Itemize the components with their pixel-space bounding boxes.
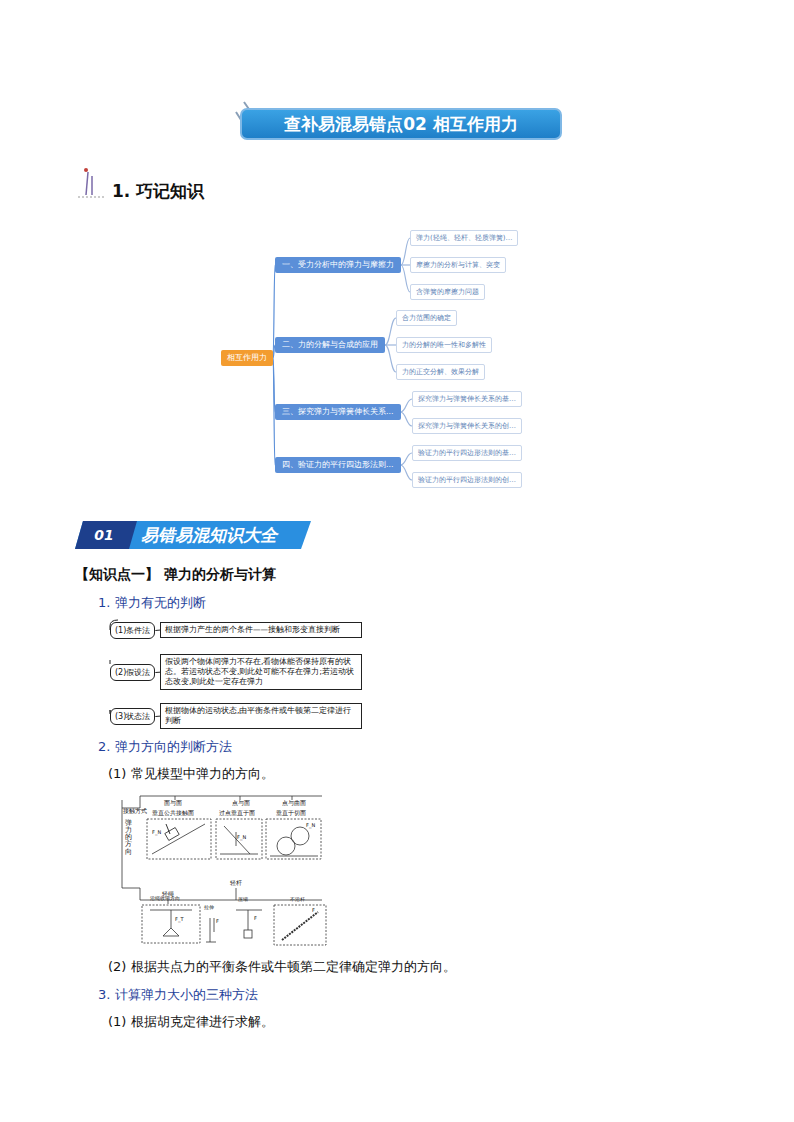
figure-label: F — [216, 918, 219, 924]
leaf-node: 合力范围的确定 — [396, 310, 457, 326]
node-text: 易错易混知识大全 — [141, 524, 277, 547]
method-desc: 根据弹力产生的两个条件——接触和形变直接判断 — [160, 622, 362, 638]
connector — [401, 265, 410, 292]
node-text: 弹力(轻绳、轻杆、轻质弹簧)… — [416, 233, 512, 243]
node-text: 含弹簧的摩擦力问题 — [416, 287, 479, 297]
leaf-node: 摩擦力的分析与计算、突变 — [410, 257, 506, 273]
node-text: 假设两个物体间弹力不存在,看物体能否保持原有的状态。若运动状态不变,则此处可能不… — [165, 657, 357, 687]
text-line: 2. 弹力方向的判断方法 — [98, 738, 232, 756]
connector — [401, 399, 413, 412]
figure-label: 点与面 — [232, 800, 250, 807]
node-text: (3)状态法 — [115, 711, 150, 722]
branch-node: 一、受力分析中的弹力与摩擦力 — [275, 257, 401, 273]
leaf-node: 力的分解的唯一性和多解性 — [396, 337, 492, 353]
method-box: (1)条件法 — [110, 622, 155, 639]
figure-label: 垂直于切面 — [276, 810, 306, 817]
node-text: 探究弹力与弹簧伸长关系的基… — [418, 394, 516, 404]
text-line: 3. 计算弹力大小的三种方法 — [98, 986, 258, 1004]
node-text: 四、验证力的平行四边形法则… — [282, 460, 394, 470]
node-text: 根据物体的运动状态,由平衡条件或牛顿第二定律进行判断 — [165, 706, 357, 726]
node-text: 探究弹力与弹簧伸长关系的创… — [418, 421, 516, 431]
node-text: 根据弹力产生的两个条件——接触和形变直接判断 — [165, 625, 357, 635]
node-text: 力的分解的唯一性和多解性 — [402, 340, 486, 350]
branch-node: 四、验证力的平行四边形法则… — [275, 457, 401, 473]
method-box: (3)状态法 — [110, 708, 155, 725]
figure-label: 点与曲面 — [282, 800, 306, 807]
figure-label: F_N — [237, 834, 246, 840]
node-text: (1)条件法 — [115, 625, 150, 636]
figure-label: 弹力的方向 — [125, 820, 132, 856]
figure-label: 过点垂直于面 — [219, 810, 255, 817]
node-text: 一、受力分析中的弹力与摩擦力 — [282, 260, 394, 270]
title-text: 查补易混易错点02 相互作用力 — [284, 113, 518, 136]
figure-label: 面与面 — [164, 800, 182, 807]
figure-label: 拉伸 — [204, 904, 214, 910]
figure-label: 接触方式 — [123, 808, 147, 815]
leaf-node: 探究弹力与弹簧伸长关系的基… — [412, 391, 522, 407]
node-text: 摩擦力的分析与计算、突变 — [416, 260, 500, 270]
text-line: (2) 根据共点力的平衡条件或牛顿第二定律确定弹力的方向。 — [108, 958, 456, 976]
leaf-node: 验证力的平行四边形法则的基… — [412, 445, 522, 461]
node-text: 01 — [81, 527, 127, 543]
text-line: 1. 巧记知识 — [112, 180, 204, 203]
text-line: 【知识点一】 弹力的分析与计算 — [75, 566, 276, 584]
figure-label: 压缩 — [238, 896, 248, 902]
connector — [401, 412, 413, 426]
node-text: 验证力的平行四边形法则的基… — [418, 448, 516, 458]
figure-label: F_N — [306, 822, 315, 828]
node-text: 二、力的分解与合成的应用 — [282, 340, 378, 350]
method-box: (2)假设法 — [110, 664, 155, 681]
title-banner: 查补易混易错点02 相互作用力 — [240, 108, 562, 140]
node-text: 合力范围的确定 — [402, 313, 451, 323]
method-desc: 假设两个物体间弹力不存在,看物体能否保持原有的状态。若运动状态不变,则此处可能不… — [160, 654, 362, 690]
text-line: 1. 弹力有无的判断 — [98, 594, 206, 612]
connector — [401, 238, 410, 265]
figure-label: F — [254, 915, 257, 921]
figure-label: 沿绳收缩方向 — [150, 895, 180, 901]
connector — [385, 318, 396, 345]
connector — [385, 345, 396, 372]
node-text: 三、探究弹力与弹簧伸长关系… — [282, 407, 394, 417]
figure-label: 垂直公共接触面 — [152, 810, 194, 817]
leaf-node: 探究弹力与弹簧伸长关系的创… — [412, 418, 522, 434]
root-node: 相互作用力 — [221, 350, 273, 366]
figure-label: F_N — [152, 829, 161, 835]
section-banner: 01 易错易混知识大全 — [75, 521, 311, 549]
figure-label: 不沿杆 — [290, 896, 305, 902]
leaf-node: 验证力的平行四边形法则的创… — [412, 472, 522, 488]
leaf-node: 含弹簧的摩擦力问题 — [410, 284, 485, 300]
figure-label: F_T — [175, 916, 183, 922]
branch-node: 二、力的分解与合成的应用 — [275, 337, 385, 353]
leaf-node: 力的正交分解、效果分解 — [396, 364, 485, 380]
node-text: 验证力的平行四边形法则的创… — [418, 475, 516, 485]
connector — [401, 465, 413, 480]
connector — [401, 453, 413, 465]
figure-label: F — [312, 907, 315, 913]
node-text: (2)假设法 — [115, 667, 150, 678]
leaf-node: 弹力(轻绳、轻杆、轻质弹簧)… — [410, 230, 518, 246]
text-line: (1) 常见模型中弹力的方向。 — [108, 765, 274, 783]
figure-label: 轻杆 — [230, 880, 242, 887]
node-text: 力的正交分解、效果分解 — [402, 367, 479, 377]
node-text: 相互作用力 — [227, 353, 267, 363]
method-desc: 根据物体的运动状态,由平衡条件或牛顿第二定律进行判断 — [160, 703, 362, 729]
branch-node: 三、探究弹力与弹簧伸长关系… — [275, 404, 401, 420]
text-line: (1) 根据胡克定律进行求解。 — [108, 1013, 274, 1031]
